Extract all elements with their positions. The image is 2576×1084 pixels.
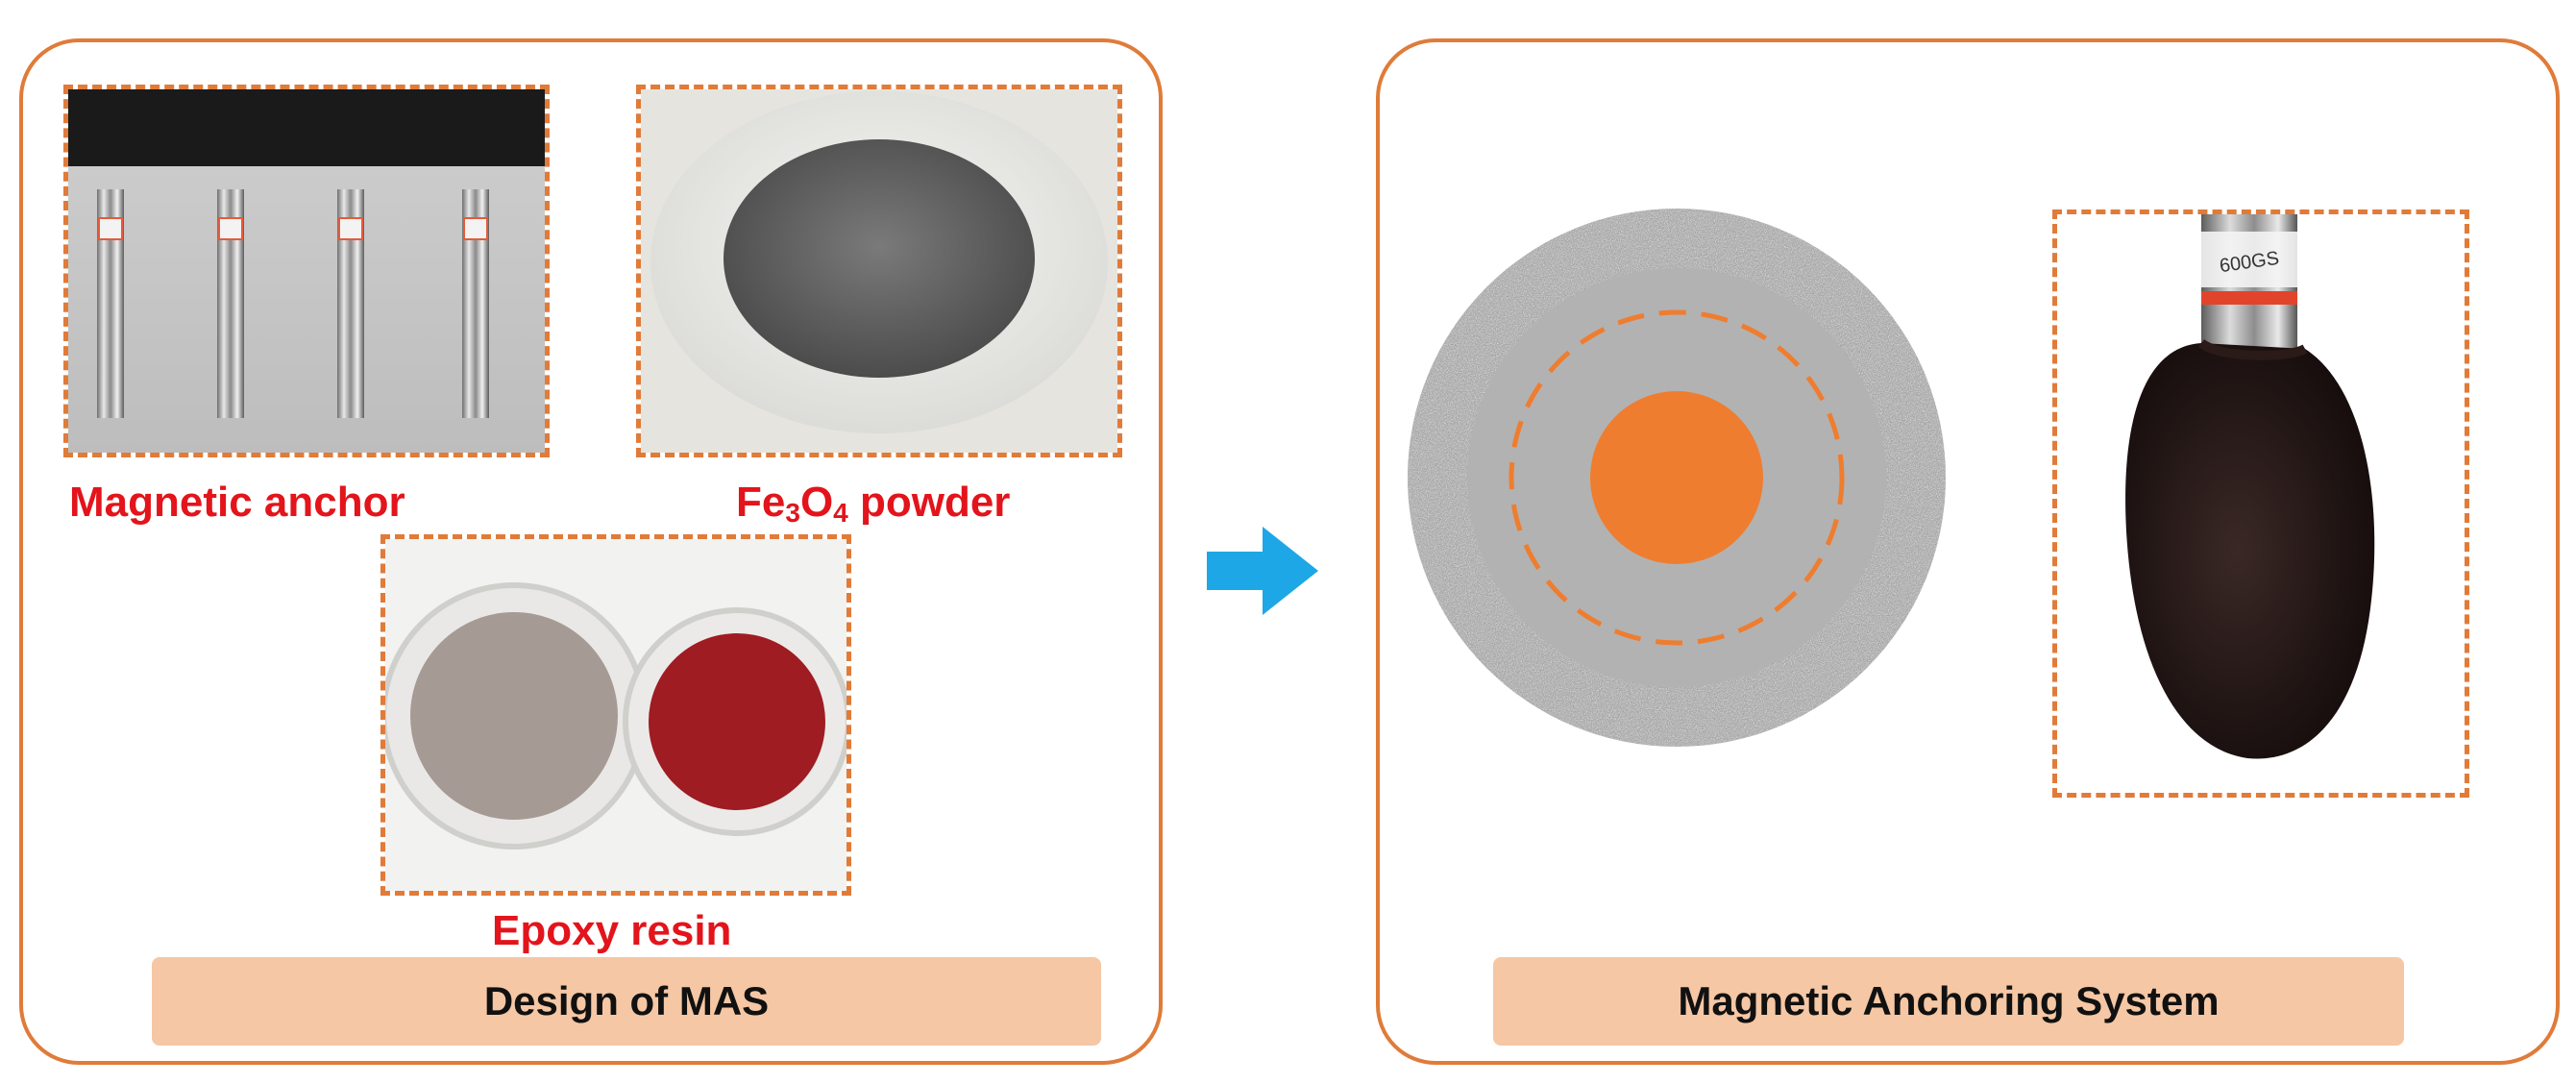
fe3o4-powder-label: Fe3O4 powder bbox=[736, 479, 1010, 529]
boundary-dashed-ring bbox=[1509, 309, 1845, 646]
epoxy-resin-label: Epoxy resin bbox=[492, 907, 732, 954]
magnet-core bbox=[1590, 391, 1763, 564]
magnetic-anchor-photo bbox=[63, 85, 550, 457]
subscript-3: 3 bbox=[785, 498, 800, 528]
anchoring-system-caption: Magnetic Anchoring System bbox=[1493, 957, 2404, 1046]
magnet-rod bbox=[97, 189, 124, 418]
o-text: O bbox=[799, 479, 834, 526]
magnet-rod bbox=[337, 189, 364, 418]
magnetic-anchor-label: Magnetic anchor bbox=[69, 479, 405, 526]
design-panel: Magnetic anchor Fe3O4 powder bbox=[19, 38, 1163, 1065]
magnet-rod bbox=[217, 189, 244, 418]
epoxy-resin-photo bbox=[380, 534, 851, 896]
subscript-4: 4 bbox=[833, 498, 848, 528]
mas-photo: 600GS bbox=[2052, 209, 2469, 798]
anchoring-system-panel: 600GS Magnetic Anchoring System bbox=[1376, 38, 2560, 1065]
fe3o4-powder-photo bbox=[636, 85, 1122, 457]
mas-cross-section-diagram bbox=[1405, 206, 1949, 750]
right-arrow-icon bbox=[1207, 527, 1318, 615]
powder-text: powder bbox=[847, 479, 1011, 526]
magnet-rod bbox=[462, 189, 489, 418]
design-caption: Design of MAS bbox=[152, 957, 1101, 1046]
fe-text: Fe bbox=[736, 479, 786, 526]
